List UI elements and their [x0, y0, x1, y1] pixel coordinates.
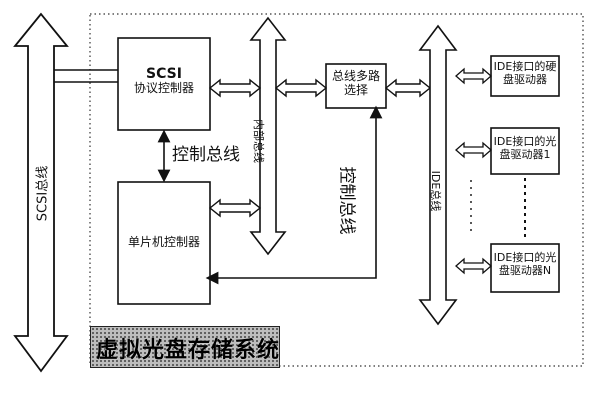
scsi-bus-label: SCSI总线 — [35, 165, 51, 222]
ctrl-bus-right-line — [205, 105, 383, 285]
bus-mux-label-line1: 总线多路 — [331, 69, 380, 83]
scsi-controller-label-line1: SCSI — [146, 66, 182, 82]
ide-to-hdd-arrow — [455, 67, 492, 85]
ctrl-bus-left-label: 控制总线 — [172, 145, 240, 165]
bus-mux-box — [325, 63, 387, 109]
scsi-controller-label-line2: 协议控制器 — [133, 81, 194, 96]
ide-cdn-label: IDE接口的光 盘驱动器N — [491, 251, 559, 277]
internal-bus-label: 内部总线 — [252, 119, 265, 163]
scsi-bus-arrow — [13, 12, 69, 373]
ide-to-cd1-arrow — [455, 141, 492, 159]
ide-hdd-label-line2: 盘驱动器 — [503, 72, 547, 86]
ide-bus-arrow — [418, 24, 458, 326]
ide-cd1-label-line2: 盘驱动器1 — [499, 147, 551, 161]
mcu-to-internal-arrow — [208, 198, 262, 218]
bus-mux-label: 总线多路 选择 — [326, 69, 386, 98]
ide-hdd-label: IDE接口的硬 盘驱动器 — [491, 60, 559, 86]
scsi-to-internal-arrow — [208, 78, 262, 98]
scsi-controller-label: SCSI 协议控制器 — [118, 66, 210, 96]
system-title-background — [90, 326, 280, 368]
ide-cdn-label-line1: IDE接口的光 — [493, 251, 557, 264]
ide-cdn-box — [490, 243, 560, 293]
ide-cdn-label-line2: 盘驱动器N — [498, 263, 552, 277]
ide-hdd-label-line1: IDE接口的硬 — [493, 60, 557, 73]
system-title: 虚拟光盘存储系统 — [96, 337, 281, 363]
ide-to-cdn-arrow — [455, 257, 492, 275]
ide-cd1-box — [490, 127, 560, 175]
internal-to-mux-arrow — [274, 78, 328, 98]
ide-bus-label: IDE总线 — [429, 170, 442, 212]
scsi-controller-box — [117, 37, 211, 131]
bus-mux-label-line2: 选择 — [343, 82, 368, 97]
ctrl-bus-right-label: 控制总线 — [336, 166, 357, 235]
mux-to-ide-arrow — [384, 78, 432, 98]
ide-cd1-label: IDE接口的光 盘驱动器1 — [491, 135, 559, 161]
mcu-label: 单片机控制器 — [127, 235, 200, 249]
ide-cd1-label-line1: IDE接口的光 — [493, 135, 557, 148]
ide-hdd-box — [490, 55, 560, 97]
